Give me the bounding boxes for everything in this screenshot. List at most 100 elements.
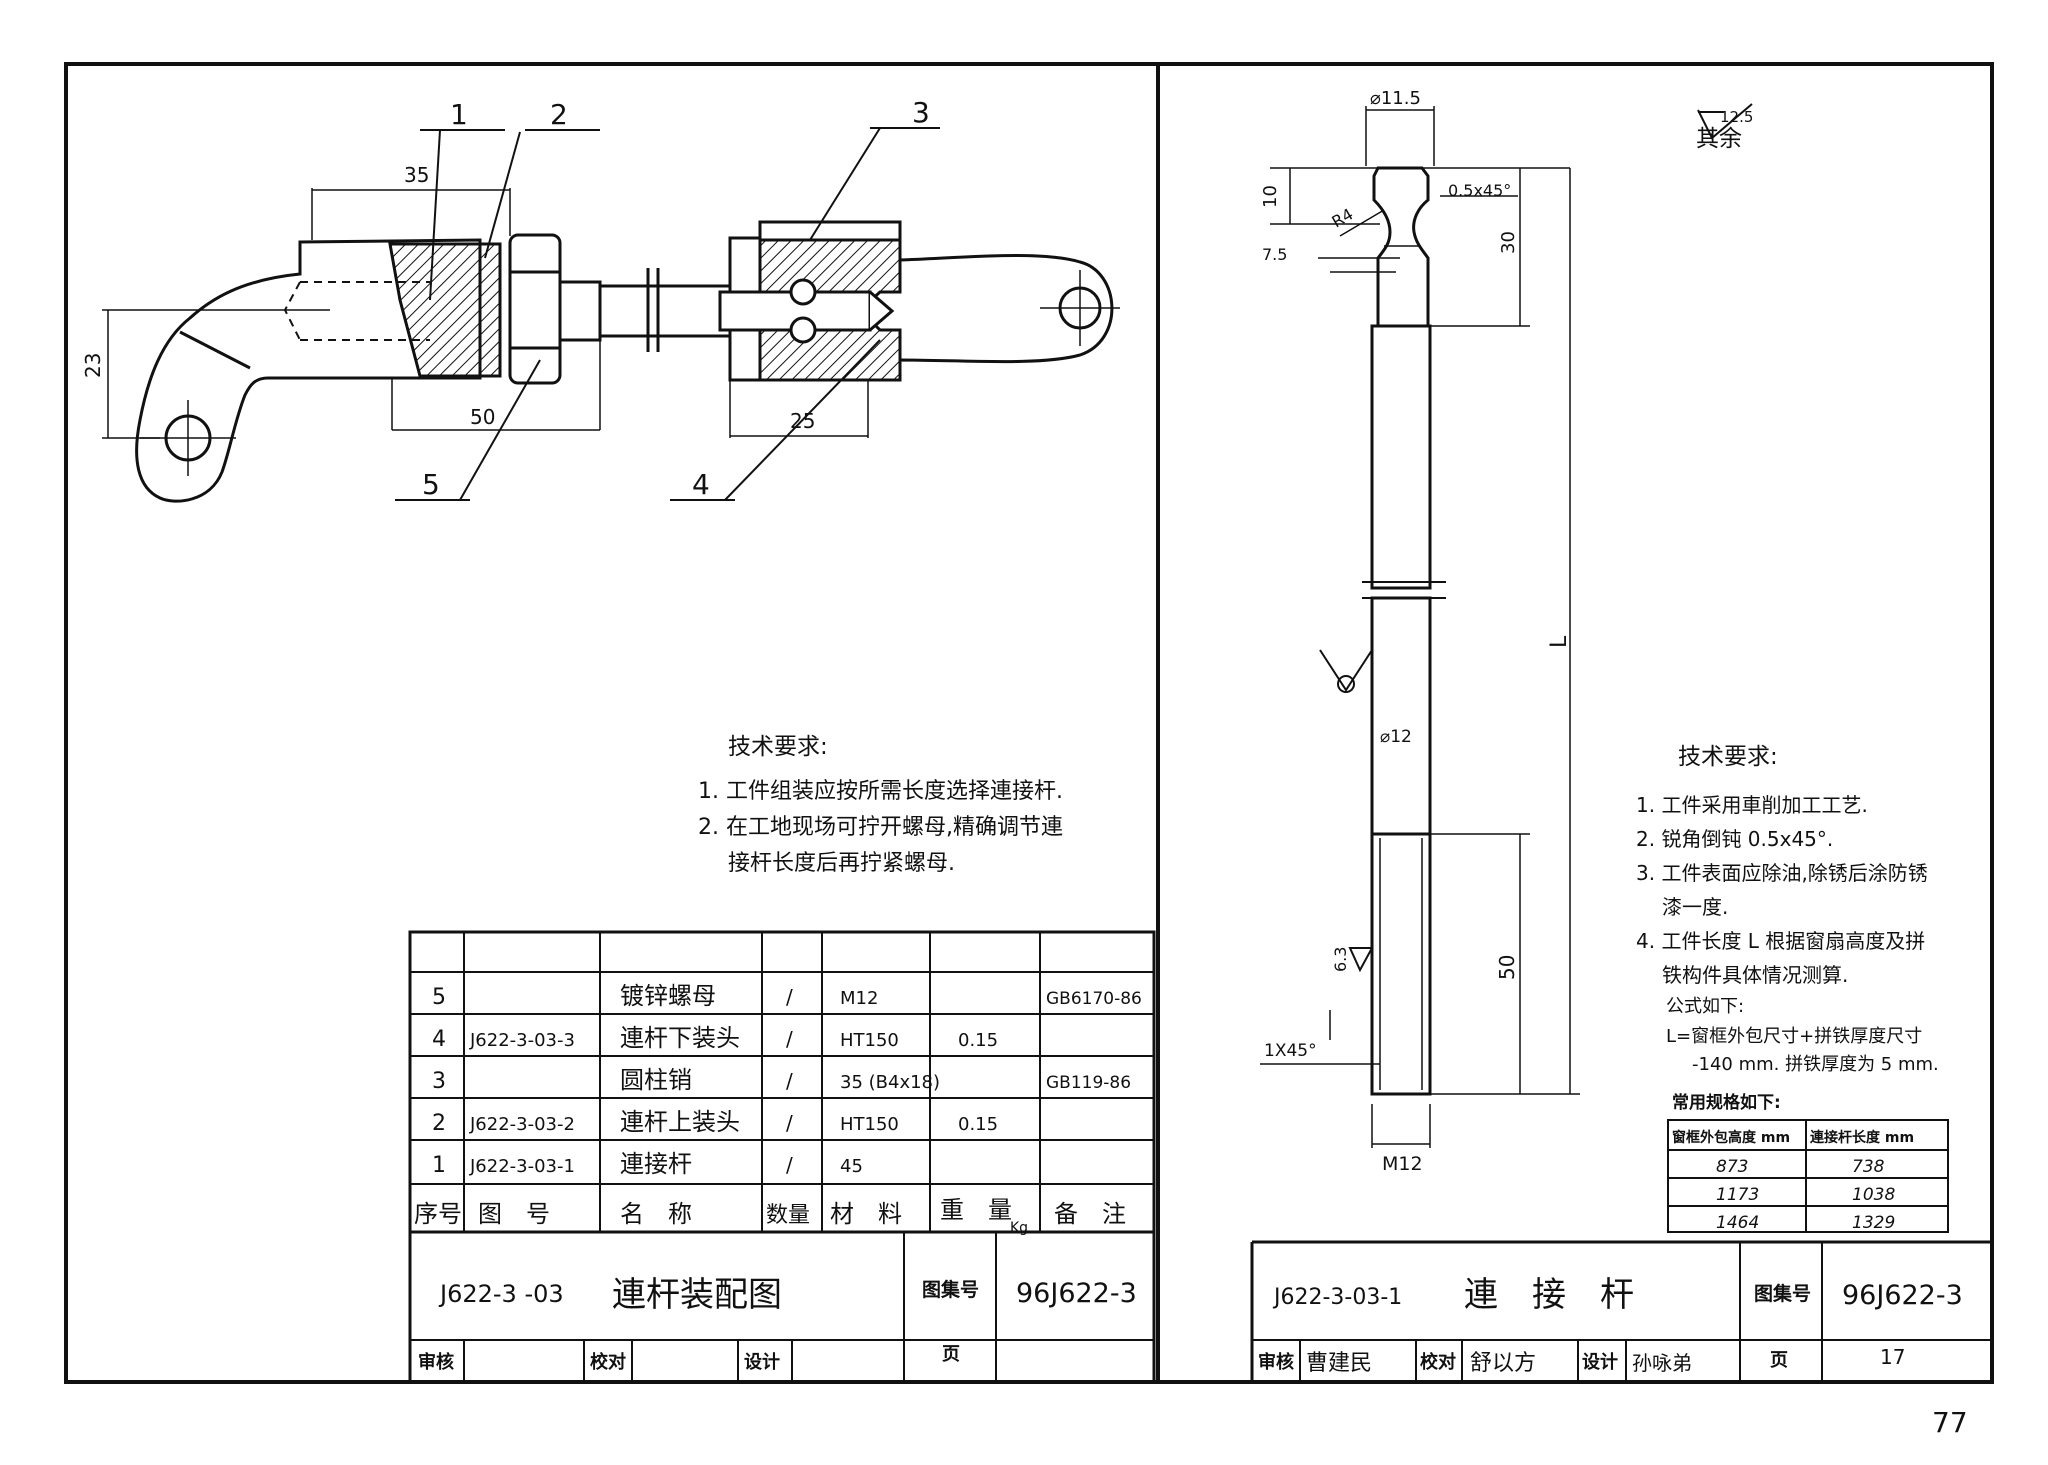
left-atlas-no: 96J622-3 [1016, 1278, 1137, 1309]
parts-cell: 連接杆 [620, 1150, 692, 1178]
parts-cell: 45 [840, 1156, 863, 1177]
spec-cell: 1173 [1716, 1185, 1759, 1205]
parts-cell: M12 [840, 988, 878, 1009]
surface-value: 12.5 [1720, 108, 1753, 126]
parts-cell: 3 [432, 1069, 446, 1094]
roughness-6-3: 6.3 [1331, 947, 1350, 972]
right-review-sign: 曹建民 [1306, 1351, 1372, 1376]
spec-cell: 1038 [1852, 1185, 1895, 1205]
left-tech-item-2: 2. 在工地现场可拧开螺母,精确调节連 [698, 815, 1063, 840]
spec-cell: 1464 [1716, 1213, 1759, 1233]
parts-cell: HT150 [840, 1114, 899, 1135]
right-atlas-label: 图集号 [1754, 1282, 1811, 1305]
dim-length: L [1547, 635, 1572, 648]
parts-cell: / [786, 1111, 793, 1135]
dim-bottom-chamfer: 1X45° [1264, 1041, 1317, 1061]
left-tech-item-1: 1. 工件组装应按所需长度选择連接杆. [698, 779, 1063, 804]
left-title: 連杆装配图 [612, 1275, 782, 1315]
left-page-label: 页 [942, 1344, 960, 1365]
callout-3: 3 [912, 96, 930, 129]
spec-header-rod: 連接杆长度 mm [1810, 1129, 1914, 1146]
parts-cell: / [786, 985, 793, 1009]
header-drawing-no: 图 号 [478, 1200, 550, 1228]
header-no: 序号 [414, 1200, 462, 1228]
dim-top-dia: ⌀11.5 [1370, 88, 1421, 109]
header-name: 名 称 [620, 1200, 692, 1228]
left-check-label: 校对 [590, 1351, 626, 1373]
dim-25: 25 [790, 409, 815, 433]
left-tech-item-3: 接杆长度后再拧紧螺母. [728, 851, 955, 876]
right-check-label: 校对 [1420, 1351, 1456, 1373]
parts-cell: 0.15 [958, 1030, 998, 1051]
right-design-label: 设计 [1582, 1351, 1618, 1373]
dim-thread: M12 [1382, 1153, 1423, 1175]
dim-35: 35 [404, 163, 429, 187]
parts-cell: HT150 [840, 1030, 899, 1051]
right-tech-item-4b: 铁构件具体情况测算. [1662, 963, 1848, 987]
right-tech-item-1: 1. 工件采用車削加工工艺. [1636, 793, 1868, 817]
left-title-block: J622-3 -03 連杆装配图 图集号 96J622-3 审核 校对 设计 页 [418, 1275, 1137, 1373]
right-tech-formula-label: 公式如下: [1666, 996, 1744, 1017]
right-title: 連 接 杆 [1464, 1275, 1634, 1315]
left-tech-requirements: 技术要求: 1. 工件组装应按所需长度选择連接杆. 2. 在工地现场可拧开螺母,… [698, 734, 1063, 876]
right-tech-item-3: 3. 工件表面应除油,除锈后涂防锈 [1636, 861, 1928, 885]
dim-shaft-dia: ⌀12 [1380, 727, 1412, 747]
right-tech-formula-1: L=窗框外包尺寸+拼铁厚度尺寸 [1666, 1026, 1922, 1047]
right-tech-requirements: 技术要求: 1. 工件采用車削加工工艺. 2. 锐角倒钝 0.5x45°. 3.… [1636, 744, 1939, 1075]
right-title-block: J622-3-03-1 連 接 杆 图集号 96J622-3 审核 曹建民 校对… [1250, 1240, 1992, 1382]
spec-caption: 常用规格如下: [1672, 1092, 1781, 1113]
page-number: 77 [1932, 1406, 1968, 1439]
parts-cell: 5 [432, 985, 446, 1010]
dim-7-5: 7.5 [1262, 245, 1287, 264]
parts-cell: GB6170-86 [1046, 989, 1142, 1009]
parts-cell: J622-3-03-2 [469, 1114, 575, 1135]
header-material: 材 料 [830, 1200, 902, 1228]
parts-cell: 連杆上装头 [620, 1108, 740, 1136]
right-review-label: 审核 [1258, 1351, 1294, 1373]
parts-table-header: 序号 图 号 名 称 数量 材 料 重 量 Kg 备 注 [414, 1196, 1126, 1236]
callout-2: 2 [550, 98, 568, 131]
assembly-drawing [102, 127, 1120, 503]
right-tech-item-4: 4. 工件长度 L 根据窗扇高度及拼 [1636, 929, 1925, 953]
dim-r4: R4 [1329, 204, 1357, 231]
header-weight-unit: Kg [1010, 1220, 1028, 1236]
parts-cell: 1 [432, 1153, 446, 1178]
parts-table [408, 930, 1156, 1384]
left-tech-title: 技术要求: [728, 734, 828, 760]
right-tech-item-3b: 漆一度. [1662, 895, 1728, 919]
callout-1: 1 [450, 98, 468, 131]
left-design-label: 设计 [744, 1351, 780, 1373]
spec-table-rows: 873 738 1173 1038 1464 1329 [1716, 1157, 1895, 1233]
left-drawing-no: J622-3 -03 [438, 1280, 564, 1308]
parts-cell: / [786, 1027, 793, 1051]
right-check-sign: 舒以方 [1470, 1351, 1536, 1376]
parts-cell: / [786, 1153, 793, 1177]
parts-cell: 镀锌螺母 [620, 982, 716, 1010]
right-tech-title: 技术要求: [1678, 744, 1778, 770]
right-tech-item-2: 2. 锐角倒钝 0.5x45°. [1636, 827, 1833, 851]
parts-cell: J622-3-03-3 [469, 1030, 575, 1051]
spec-cell: 873 [1716, 1157, 1748, 1177]
parts-table-rows: 5 镀锌螺母 / M12 GB6170-86 4 J622-3-03-3 連杆下装头 / HT15… [432, 982, 1142, 1178]
parts-cell: 2 [432, 1111, 446, 1136]
right-atlas-no: 96J622-3 [1842, 1280, 1963, 1311]
surface-note: 其余 [1696, 126, 1742, 152]
parts-cell: GB119-86 [1046, 1073, 1131, 1093]
spec-cell: 738 [1852, 1157, 1885, 1177]
left-review-label: 审核 [418, 1351, 454, 1373]
callout-5: 5 [422, 468, 440, 501]
right-design-sign: 孙咏弟 [1632, 1351, 1692, 1375]
dim-chamfer: 0.5x45° [1448, 181, 1511, 200]
callout-4: 4 [692, 468, 710, 501]
parts-cell: J622-3-03-1 [469, 1156, 575, 1177]
right-page-label: 页 [1770, 1350, 1788, 1371]
spec-cell: 1329 [1852, 1213, 1895, 1233]
parts-cell: 連杆下装头 [620, 1024, 740, 1052]
left-atlas-label: 图集号 [922, 1278, 979, 1301]
parts-cell: 圆柱销 [620, 1066, 692, 1094]
parts-cell: 35 (B4x18) [840, 1072, 940, 1093]
parts-cell: 4 [432, 1027, 446, 1052]
right-drawing-no: J622-3-03-1 [1272, 1285, 1402, 1310]
